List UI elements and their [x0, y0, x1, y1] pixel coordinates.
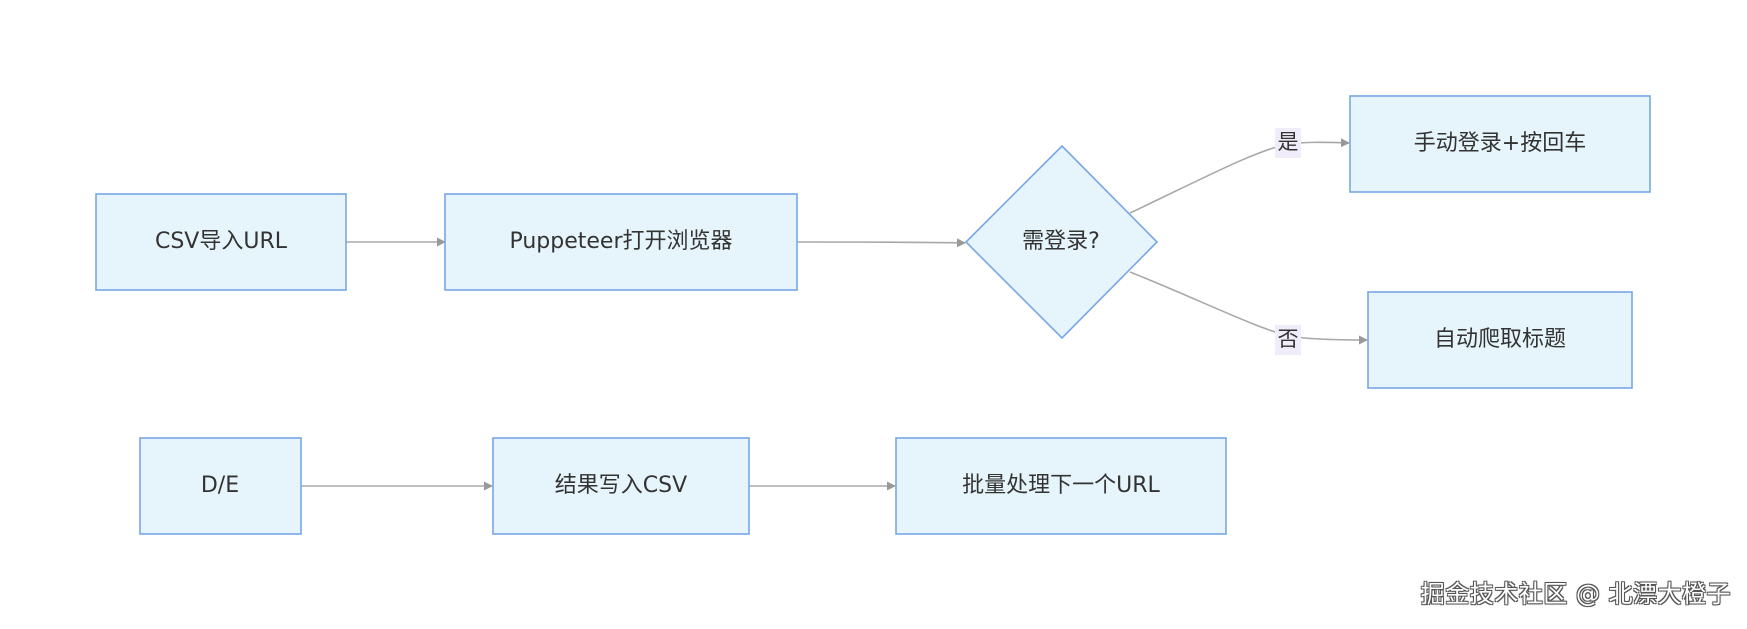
node-d-e: D/E [139, 437, 302, 535]
edge-label-yes: 是 [1275, 128, 1301, 158]
edge-decision-no [1129, 271, 1368, 345]
watermark: 掘金技术社区 @ 北漂大橙子 [1420, 580, 1731, 608]
node-d-e-label: D/E [201, 473, 239, 498]
node-need-login-label: 需登录? [1022, 229, 1100, 254]
edge-label-no: 否 [1275, 325, 1301, 355]
node-open-browser-label: Puppeteer打开浏览器 [509, 229, 732, 254]
node-write-csv: 结果写入CSV [492, 437, 750, 535]
node-csv-import: CSV导入URL [95, 193, 347, 291]
edge-browser-to-decision [796, 238, 966, 248]
node-auto-scrape-label: 自动爬取标题 [1434, 327, 1566, 352]
node-need-login-decision: 需登录? [964, 144, 1159, 340]
node-csv-import-label: CSV导入URL [155, 229, 288, 254]
node-next-url: 批量处理下一个URL [895, 437, 1227, 535]
node-manual-login: 手动登录+按回车 [1349, 95, 1651, 193]
node-open-browser: Puppeteer打开浏览器 [444, 193, 798, 291]
node-manual-login-label: 手动登录+按回车 [1414, 131, 1586, 156]
node-next-url-label: 批量处理下一个URL [962, 473, 1160, 498]
node-auto-scrape: 自动爬取标题 [1367, 291, 1633, 389]
node-write-csv-label: 结果写入CSV [555, 473, 687, 498]
edge-decision-yes [1129, 138, 1350, 214]
edge-label-yes-text: 是 [1278, 130, 1299, 154]
edge-label-no-text: 否 [1278, 327, 1299, 351]
